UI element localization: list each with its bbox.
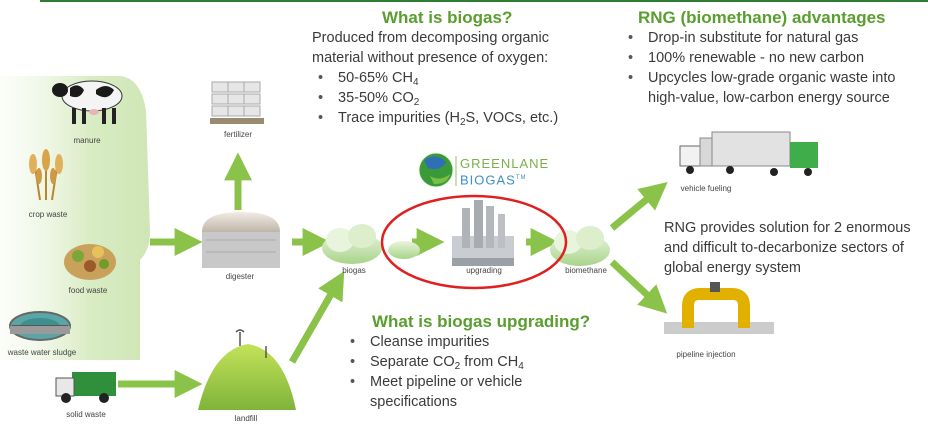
rng-solution-text: RNG provides solution for 2 enormous and… [664, 220, 911, 276]
vehicle-truck-icon [679, 131, 818, 176]
garbage-truck-icon [55, 372, 116, 403]
upgrading-bullet: Cleanse impurities [344, 332, 604, 352]
logo-line1: GREENLANE [460, 156, 550, 171]
biogas-title: What is biogas? [382, 8, 513, 27]
label-upgrading: upgrading [466, 266, 502, 275]
arrow-to-vehicle [609, 181, 668, 231]
biogas-cloud-icon [322, 224, 382, 264]
label-biogas: biogas [342, 266, 366, 275]
upgrading-bullet-list: Cleanse impurities Separate CO2 from CH4… [344, 332, 604, 412]
biogas-bullet: 35-50% CO2 [312, 88, 572, 108]
greenlane-logo-text: GREENLANE BIOGASTM [460, 157, 549, 187]
upgrading-bullet: Separate CO2 from CH4 [344, 352, 604, 372]
biogas-intro: Produced from decomposing organic materi… [312, 30, 549, 66]
upgrading-bullet: Meet pipeline or vehicle specifications [344, 372, 604, 412]
digester-icon [202, 212, 280, 268]
label-pipeline-injection: pipeline injection [676, 350, 736, 359]
sludge-tank-icon [9, 311, 71, 341]
rng-title: RNG (biomethane) advantages [638, 8, 886, 27]
label-manure: manure [73, 136, 101, 145]
rng-bullet: Upcycles low-grade organic waste into hi… [622, 68, 912, 108]
label-digester: digester [225, 272, 255, 281]
greenlane-globe-icon [418, 152, 454, 188]
landfill-mound-icon [198, 344, 296, 410]
cow-icon [52, 80, 123, 124]
top-rule [40, 0, 928, 2]
biogas-bullet: 50-65% CH4 [312, 68, 572, 88]
upgrading-highlight [380, 194, 568, 290]
logo-tm: TM [515, 175, 527, 181]
arrow-to-pipeline [609, 259, 668, 314]
upgrading-title: What is biogas upgrading? [372, 312, 591, 331]
label-waste-water-sludge: waste water sludge [7, 348, 77, 357]
label-crop-waste: crop waste [28, 210, 68, 219]
feedstock-band [0, 76, 150, 360]
label-fertilizer: fertilizer [223, 130, 252, 139]
logo-line2: BIOGASTM [460, 171, 549, 187]
label-vehicle-fueling: vehicle fueling [680, 184, 732, 193]
pipeline-icon [664, 282, 774, 334]
label-landfill: landfill [234, 414, 258, 423]
upgrading-feed-cloud-icon [388, 241, 420, 259]
label-biomethane: biomethane [565, 266, 607, 275]
rng-bullet: 100% renewable - no new carbon [622, 48, 912, 68]
fertilizer-bags-icon [210, 81, 264, 124]
biogas-bullet-list: 50-65% CH4 35-50% CO2 Trace impurities (… [312, 68, 572, 128]
biogas-bullet: Trace impurities (H2S, VOCs, etc.) [312, 108, 572, 128]
logo-line2-text: BIOGAS [460, 172, 516, 188]
wheat-icon [29, 149, 63, 201]
food-waste-icon [64, 244, 116, 280]
label-solid-waste: solid waste [66, 410, 106, 419]
landfill-vents-icon [235, 329, 267, 358]
label-food-waste: food waste [68, 286, 108, 295]
rng-bullet: Drop-in substitute for natural gas [622, 28, 912, 48]
upgrading-plant-icon [452, 200, 514, 266]
arrow-landfill-to-biogas [288, 271, 345, 364]
rng-bullet-list: Drop-in substitute for natural gas 100% … [622, 28, 912, 108]
